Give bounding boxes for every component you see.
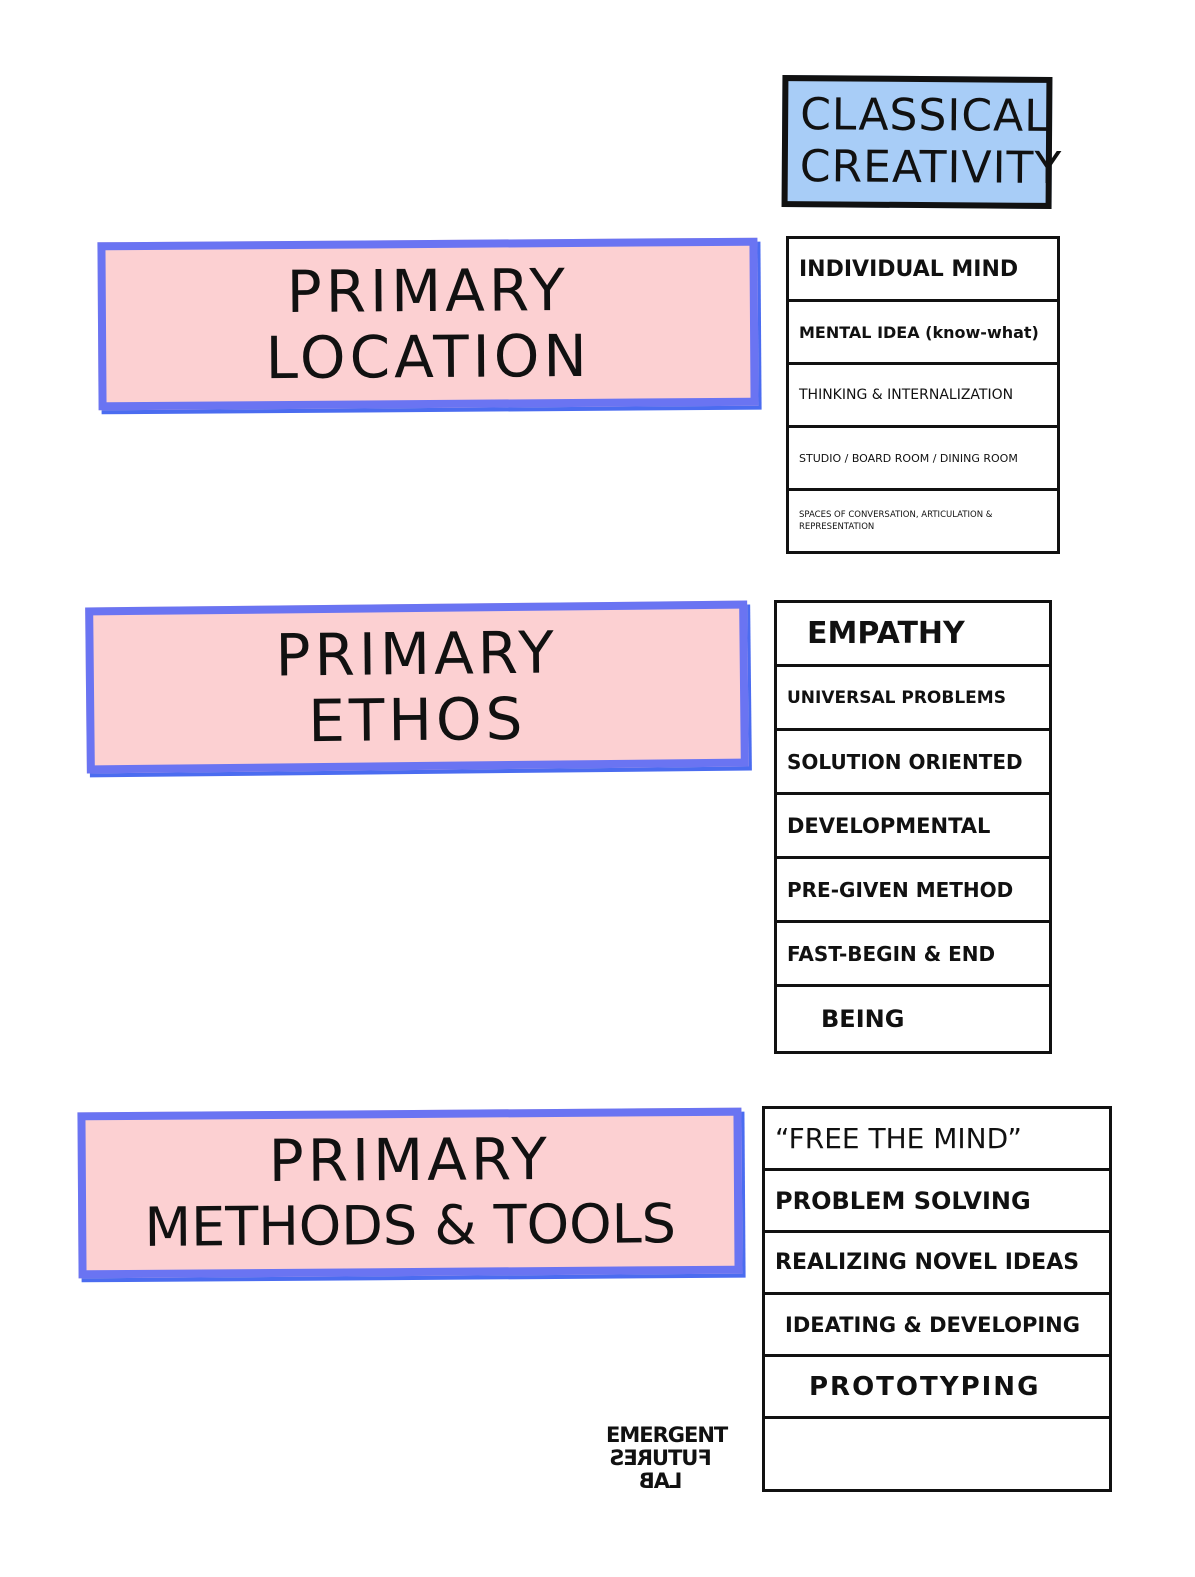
list-item: THINKING & INTERNALIZATION: [789, 365, 1057, 428]
list-item: “FREE THE MIND”: [765, 1109, 1109, 1171]
list-item: BEING: [821, 1005, 905, 1033]
emergent-futures-lab-logo: EMERGENT FUTURES LAB: [606, 1423, 728, 1494]
list-item: INDIVIDUAL MIND: [789, 239, 1057, 302]
primary-ethos-box: PRIMARY ETHOS: [85, 600, 749, 774]
logo-line-2: FUTURES: [610, 1446, 712, 1470]
primary-location-box: PRIMARY LOCATION: [97, 237, 759, 411]
list-item: SPACES OF CONVERSATION, ARTICULATION & R…: [799, 510, 993, 532]
section-title-line-2: LOCATION: [265, 321, 592, 393]
list-item: DEVELOPMENTAL: [777, 795, 1049, 859]
section-title-line-1: PRIMARY: [275, 618, 559, 690]
list-item: SOLUTION ORIENTED: [777, 731, 1049, 795]
header-line-2: CREATIVITY: [799, 141, 1063, 195]
list-item: EMPATHY: [777, 603, 1049, 667]
list-item: PRE-GIVEN METHOD: [777, 859, 1049, 923]
list-item: IDEATING & DEVELOPING: [765, 1295, 1109, 1357]
header-line-1: CLASSICAL: [800, 89, 1050, 142]
list-item: FAST-BEGIN & END: [777, 923, 1049, 987]
methods-list: “FREE THE MIND” PROBLEM SOLVING REALIZIN…: [762, 1106, 1112, 1492]
list-item: STUDIO / BOARD ROOM / DINING ROOM: [789, 428, 1057, 491]
location-list: INDIVIDUAL MIND MENTAL IDEA (know-what) …: [786, 236, 1060, 554]
list-item: PROBLEM SOLVING: [765, 1171, 1109, 1233]
section-title-line-1: PRIMARY: [286, 256, 570, 326]
list-item: MENTAL IDEA (know-what): [789, 302, 1057, 365]
primary-methods-box: PRIMARY METHODS & TOOLS: [77, 1107, 743, 1279]
section-title-line-1: PRIMARY: [268, 1125, 552, 1195]
ethos-list: EMPATHY UNIVERSAL PROBLEMS SOLUTION ORIE…: [774, 600, 1052, 1054]
logo-line-3: LAB: [639, 1469, 683, 1493]
list-item: PROTOTYPING: [765, 1357, 1109, 1419]
section-title-line-2: ETHOS: [307, 684, 527, 756]
logo-line-1: EMERGENT: [606, 1423, 728, 1447]
list-item: UNIVERSAL PROBLEMS: [777, 667, 1049, 731]
classical-creativity-header: CLASSICAL CREATIVITY: [781, 75, 1063, 209]
section-title-line-2: METHODS & TOOLS: [144, 1192, 677, 1259]
list-item-empty: [765, 1419, 1109, 1489]
list-item: REALIZING NOVEL IDEAS: [765, 1233, 1109, 1295]
